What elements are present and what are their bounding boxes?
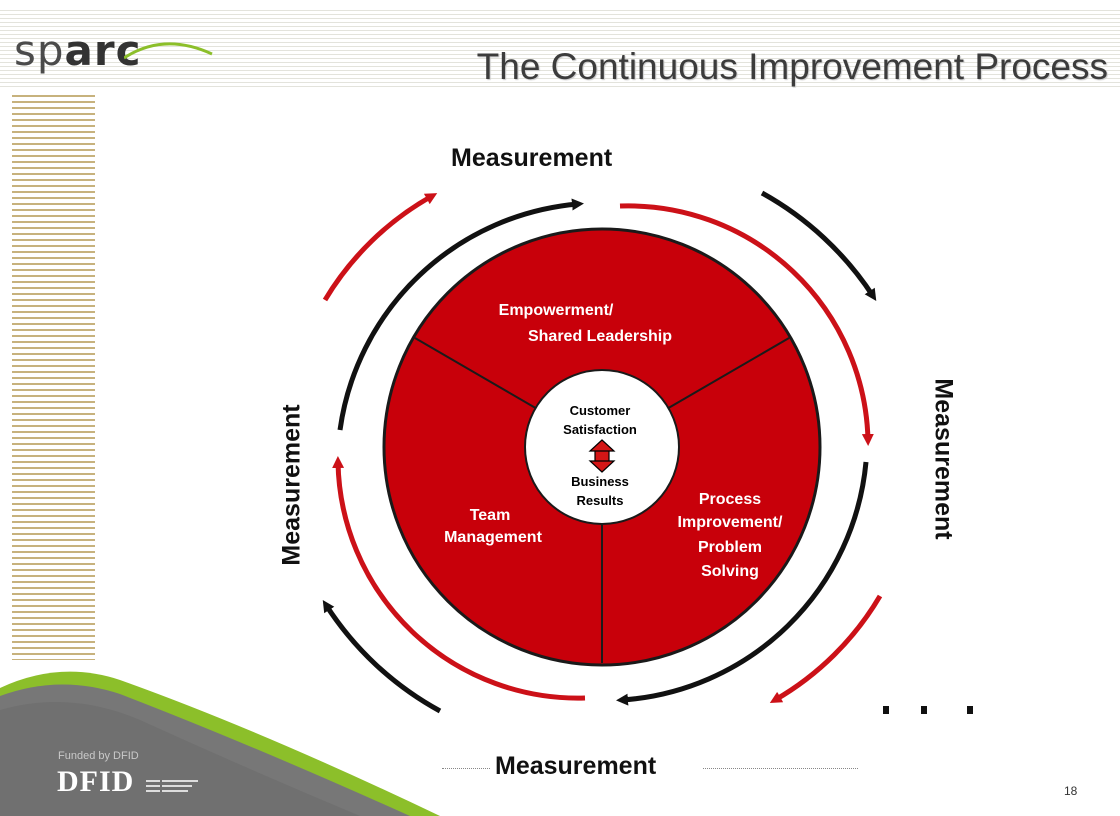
segment-process-line1: Process xyxy=(698,491,762,508)
red-arrow-bottom-right xyxy=(769,594,883,703)
measurement-label-top: Measurement xyxy=(451,144,613,172)
black-arrow-bottom-right xyxy=(616,461,869,706)
segment-team-line1: Team xyxy=(469,507,511,524)
double-vertical-arrow-icon xyxy=(588,439,616,473)
red-arrow-top-right xyxy=(619,203,874,446)
segment-empowerment-line1: Empowerment/ xyxy=(498,302,614,319)
header-stripes xyxy=(0,10,1120,90)
side-stripes xyxy=(12,95,95,660)
segment-process-line2: Improvement/ xyxy=(677,514,783,531)
black-arrow-bottom-left xyxy=(322,599,442,714)
logo-bold-text: arc xyxy=(64,26,142,75)
black-arrow-top-left xyxy=(337,198,584,431)
slide-title: The Continuous Improvement Process xyxy=(476,46,1108,87)
segment-team-line2: Management xyxy=(444,529,542,546)
red-arrow-bottom-left xyxy=(332,456,586,701)
segment-process-line4: Solving xyxy=(701,563,759,580)
sparc-logo: sparc xyxy=(14,30,213,72)
measurement-label-bottom: Measurement xyxy=(495,752,657,780)
black-arrow-top-right xyxy=(760,190,877,302)
red-arrow-top-left xyxy=(322,193,438,302)
measurement-label-right: Measurement xyxy=(929,378,958,540)
page-number: 18 xyxy=(1064,784,1078,798)
hub-line1: Customer xyxy=(569,403,631,418)
dfid-logo-text: DFID xyxy=(57,765,135,798)
logo-swoosh-icon xyxy=(124,42,213,60)
hub-line4: Results xyxy=(576,493,624,508)
wheel-divider-right xyxy=(664,337,790,411)
improvement-cycle-diagram xyxy=(322,190,883,714)
footer-wave xyxy=(0,671,440,816)
funded-by-text: Funded by DFID xyxy=(58,750,139,762)
segment-empowerment-line2: Shared Leadership xyxy=(527,328,673,345)
hub-line3: Business xyxy=(571,474,629,489)
hub-line2: Satisfaction xyxy=(563,422,637,437)
measurement-label-left: Measurement xyxy=(277,404,306,566)
wheel-divider-left xyxy=(414,337,540,411)
dfid-subtitle-lines xyxy=(146,780,198,792)
logo-light-text: sp xyxy=(14,26,65,75)
stray-marks xyxy=(883,706,973,714)
bottom-label-backdrop xyxy=(490,752,702,784)
segment-process-line3: Problem xyxy=(697,539,762,556)
